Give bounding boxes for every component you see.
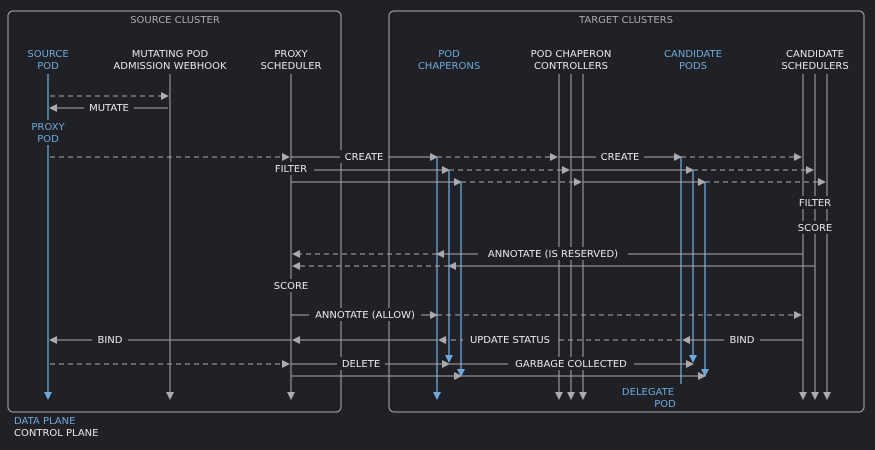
note-proxy-pod-line2: POD <box>37 134 59 145</box>
message-labels: MUTATE CREATE CREATE ANNOTATE (IS RESERV… <box>84 101 760 370</box>
actor-webhook-line1: MUTATING POD <box>132 49 209 60</box>
target-clusters-box <box>388 10 865 413</box>
label-annotate-allow: ANNOTATE (ALLOW) <box>315 310 415 321</box>
messages <box>49 92 826 380</box>
actor-candidate-schedulers: CANDIDATE SCHEDULERS <box>781 49 848 72</box>
actor-pod-chaperons: POD CHAPERONS <box>418 49 480 72</box>
label-bind-right: BIND <box>730 335 755 346</box>
actor-controllers-line1: POD CHAPERON <box>531 49 612 60</box>
actor-proxy-scheduler-line2: SCHEDULER <box>260 61 321 72</box>
note-delegate-pod-line2: POD <box>654 399 676 410</box>
actor-mutating-webhook: MUTATING POD ADMISSION WEBHOOK <box>113 49 227 72</box>
actor-pod-chaperons-line1: POD <box>438 49 460 60</box>
note-proxy-pod-line1: PROXY <box>31 122 65 133</box>
actor-pod-chaperons-line2: CHAPERONS <box>418 61 480 72</box>
source-cluster-box <box>7 10 342 413</box>
actor-chaperon-controllers: POD CHAPERON CONTROLLERS <box>531 49 612 72</box>
target-clusters-title: TARGET CLUSTERS <box>578 15 673 26</box>
actor-candidate-pods-line1: CANDIDATE <box>664 49 722 60</box>
note-score-candidate: SCORE <box>798 223 832 234</box>
label-garbage-collected: GARBAGE COLLECTED <box>515 359 627 370</box>
actor-webhook-line2: ADMISSION WEBHOOK <box>113 61 227 72</box>
label-create-2: CREATE <box>601 152 640 163</box>
label-create-1: CREATE <box>345 152 384 163</box>
lifeline-notes: PROXY POD FILTER FILTER SCORE SCORE DELE… <box>28 120 838 411</box>
label-update-status: UPDATE STATUS <box>470 335 550 346</box>
actor-proxy-scheduler-line1: PROXY <box>274 49 308 60</box>
legend-data-plane: DATA PLANE <box>14 416 75 427</box>
note-filter-proxy: FILTER <box>275 164 307 175</box>
actor-controllers-line2: CONTROLLERS <box>534 61 608 72</box>
actor-candidate-schedulers-line1: CANDIDATE <box>786 49 844 60</box>
source-cluster-title: SOURCE CLUSTER <box>130 15 220 26</box>
label-mutate: MUTATE <box>89 103 129 114</box>
actor-candidate-pods-line2: PODS <box>679 61 707 72</box>
actor-source-pod-line2: POD <box>37 61 59 72</box>
legend-control-plane: CONTROL PLANE <box>14 428 98 439</box>
label-annotate-reserved: ANNOTATE (IS RESERVED) <box>488 249 618 260</box>
actor-candidate-schedulers-line2: SCHEDULERS <box>781 61 848 72</box>
actor-source-pod: SOURCE POD <box>27 49 68 72</box>
label-delete: DELETE <box>342 359 380 370</box>
note-filter-candidate: FILTER <box>799 198 831 209</box>
legend: DATA PLANE CONTROL PLANE <box>14 416 98 439</box>
actor-candidate-pods: CANDIDATE PODS <box>664 49 722 72</box>
label-bind-left: BIND <box>98 335 123 346</box>
note-delegate-pod-line1: DELEGATE <box>622 387 674 398</box>
actor-proxy-scheduler: PROXY SCHEDULER <box>260 49 321 72</box>
lifelines <box>44 74 831 400</box>
note-score-proxy: SCORE <box>274 281 308 292</box>
actor-source-pod-line1: SOURCE <box>27 49 68 60</box>
